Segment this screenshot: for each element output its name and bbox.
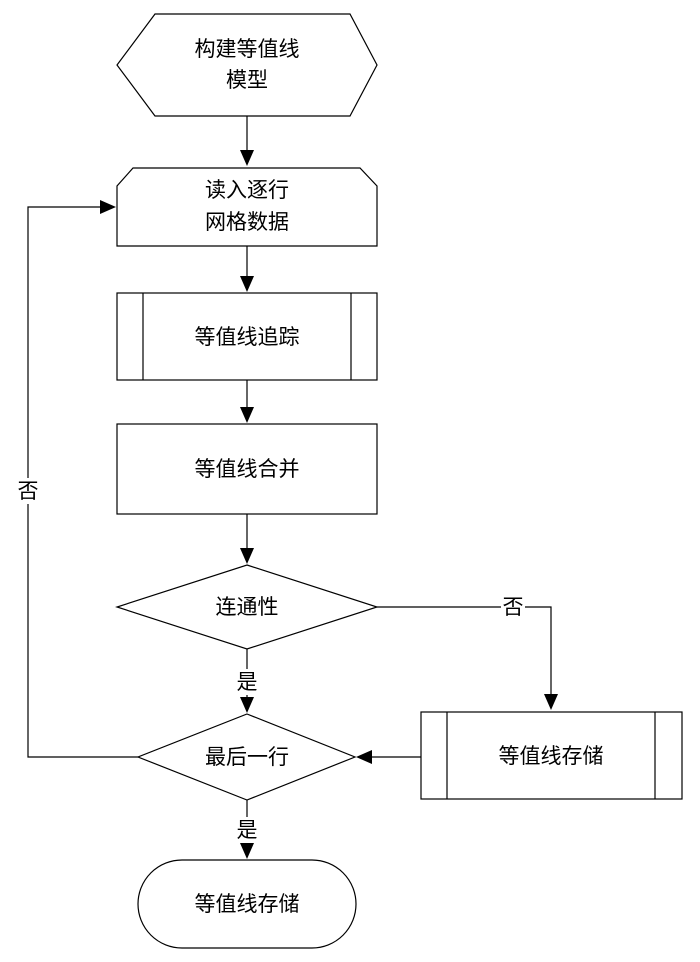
last-row-decision: 最后一行 [136,713,357,801]
connector-merge-to-connectivity [240,514,254,564]
read-grid-node: 读入逐行 网格数据 [116,167,378,247]
last-row-yes-label: 是 [237,818,258,842]
connectivity-decision: 连通性 [115,564,379,650]
trace-node: 等值线追踪 [116,292,378,381]
trace-node-label: 等值线追踪 [195,325,300,349]
end-node: 等值线存储 [137,859,357,949]
last-row-no-label: 否 [18,479,39,503]
merge-node: 等值线合并 [116,423,378,515]
last-row-decision-label: 最后一行 [205,745,289,769]
connectivity-no-label: 否 [503,595,524,619]
connector-store-to-last-row [356,750,421,764]
start-node-line2: 模型 [226,68,268,92]
start-node-line1: 构建等值线 [195,37,300,61]
connectivity-decision-label: 连通性 [216,595,279,619]
connector-connectivity-no [377,606,558,710]
connector-start-to-read [240,116,254,166]
end-node-label: 等值线存储 [195,892,300,916]
store-side-node: 等值线存储 [420,711,683,800]
merge-node-label: 等值线合并 [195,457,300,481]
read-grid-node-line1: 读入逐行 [205,178,289,202]
start-node: 构建等值线 模型 [116,13,378,117]
connectivity-yes-label: 是 [237,670,258,694]
connector-read-to-trace [240,246,254,292]
read-grid-node-line2: 网格数据 [205,210,289,234]
connector-trace-to-merge [240,380,254,423]
store-side-node-label: 等值线存储 [499,744,604,768]
